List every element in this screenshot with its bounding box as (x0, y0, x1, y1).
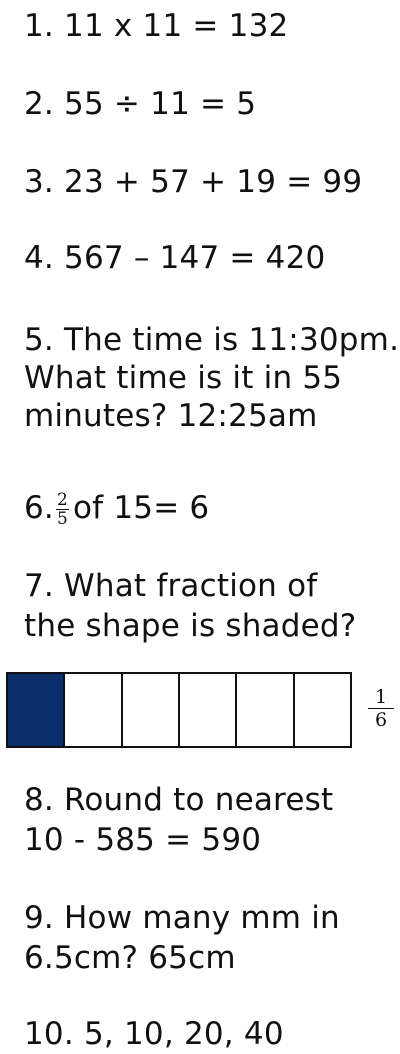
question-5-line-2: What time is it in 55 (24, 360, 343, 396)
question-8-line-2: 10 - 585 = 590 (24, 822, 262, 858)
question-4: 4. 567 – 147 = 420 (24, 240, 326, 276)
question-9-line-2: 6.5cm? 65cm (24, 940, 236, 976)
question-7-answer-fraction: 1 6 (368, 686, 394, 731)
question-1: 1. 11 x 11 = 132 (24, 8, 289, 44)
fraction-denominator: 5 (56, 509, 69, 529)
shape-part (179, 674, 238, 746)
question-8-line-1: 8. Round to nearest (24, 782, 334, 818)
question-7-line-1: 7. What fraction of (24, 568, 318, 604)
shape-part (122, 674, 180, 746)
fraction-numerator: 2 (55, 490, 70, 510)
answer-numerator: 1 (368, 686, 394, 709)
shape-part-shaded (8, 674, 66, 746)
question-6-prefix: 6. (24, 490, 54, 526)
question-9-line-1: 9. How many mm in (24, 900, 340, 936)
question-7-line-2: the shape is shaded? (24, 608, 357, 644)
shape-part (294, 674, 350, 746)
question-10: 10. 5, 10, 20, 40 (24, 1016, 284, 1052)
question-3: 3. 23 + 57 + 19 = 99 (24, 164, 363, 200)
shape-part (237, 674, 295, 746)
question-2: 2. 55 ÷ 11 = 5 (24, 86, 257, 122)
question-5-line-3: minutes? 12:25am (24, 398, 318, 434)
question-5-line-1: 5. The time is 11:30pm. (24, 322, 400, 358)
shape-part (65, 674, 123, 746)
answer-denominator: 6 (374, 709, 388, 731)
fraction-shape (6, 672, 352, 748)
question-6-suffix: of 15= 6 (73, 490, 210, 526)
